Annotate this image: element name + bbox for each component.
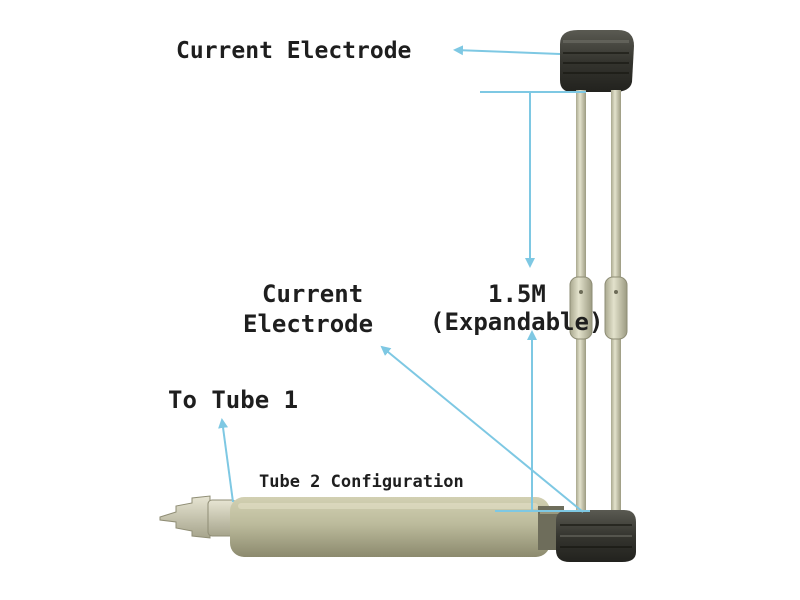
- length-note-label: (Expandable): [430, 308, 603, 336]
- bottom-electrode-cap: [556, 510, 636, 562]
- to-tube-arrow: [218, 418, 234, 503]
- top-electrode-label: Current Electrode: [176, 38, 411, 64]
- tube-nozzle: [159, 495, 211, 539]
- right-rod-coupler: [604, 276, 628, 340]
- to-tube-label: To Tube 1: [168, 386, 298, 414]
- arrowhead-icon: [453, 45, 561, 56]
- annotation-arrows: [218, 45, 590, 513]
- left-rod-coupler: [569, 276, 593, 340]
- middle-electrode-label-line2: Electrode: [243, 310, 373, 338]
- configuration-label: Tube 2 Configuration: [259, 472, 464, 492]
- rod-assembly: [569, 90, 628, 515]
- length-value-label: 1.5M: [488, 280, 546, 308]
- electrode-pointer-arrow: [380, 345, 584, 513]
- top-electrode-cap: [560, 30, 634, 92]
- tube-body: [159, 495, 564, 557]
- middle-electrode-label-line1: Current: [262, 280, 363, 308]
